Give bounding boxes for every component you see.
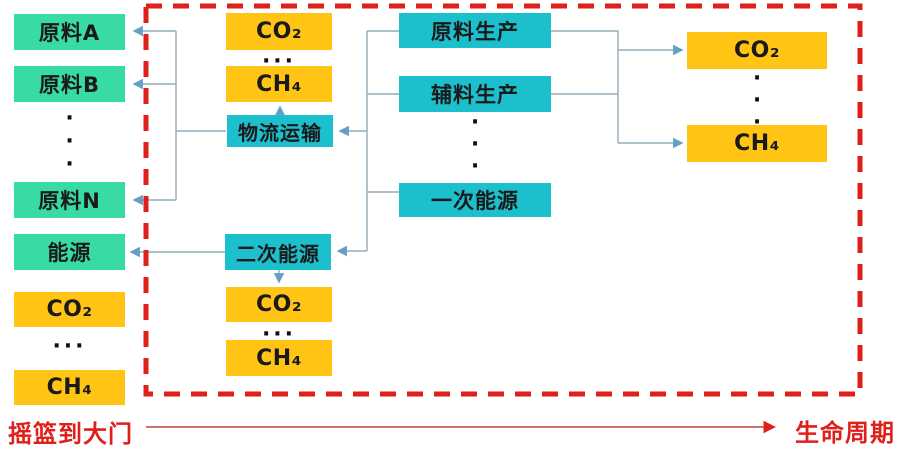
dot: · [65, 152, 74, 177]
node-ch4-left: CH₄ [14, 370, 125, 405]
dots-right-gases: · · · [687, 66, 827, 134]
node-co2-right: CO₂ [687, 32, 827, 69]
node-secondary-energy: 二次能源 [225, 234, 331, 270]
connector-lines [129, 25, 684, 284]
node-material-a: 原料A [14, 14, 125, 50]
label-life-cycle: 生命周期 [795, 419, 895, 447]
node-ch4-mid-top: CH₄ [226, 66, 332, 102]
node-primary-energy: 一次能源 [399, 183, 551, 217]
node-ch4-right: CH₄ [687, 125, 827, 162]
system-boundary-dashed-border [143, 3, 863, 397]
dot: · [65, 129, 74, 154]
dots-left-gases: ··· [52, 334, 87, 359]
node-co2-mid-bottom: CO₂ [226, 287, 332, 322]
node-logistics: 物流运输 [227, 115, 333, 147]
dot: · [752, 66, 762, 91]
dot: · [470, 154, 480, 179]
node-material-n: 原料N [14, 182, 125, 218]
node-ch4-mid-bottom: CH₄ [226, 340, 332, 376]
label-cradle-to-gate: 摇篮到大门 [8, 420, 133, 448]
dot: · [752, 88, 762, 113]
dot: · [470, 132, 480, 157]
dot: · [752, 110, 762, 135]
node-energy: 能源 [14, 234, 125, 270]
node-material-b: 原料B [14, 66, 125, 102]
dots-left-materials: · · · [14, 108, 125, 176]
dot: · [470, 110, 480, 135]
node-co2-left: CO₂ [14, 292, 125, 327]
node-co2-mid-top: CO₂ [226, 13, 332, 50]
node-material-production: 原料生产 [399, 13, 551, 48]
dot: · [65, 106, 74, 131]
node-auxiliary-production: 辅料生产 [399, 76, 551, 112]
dots-production: · · · [399, 110, 551, 179]
